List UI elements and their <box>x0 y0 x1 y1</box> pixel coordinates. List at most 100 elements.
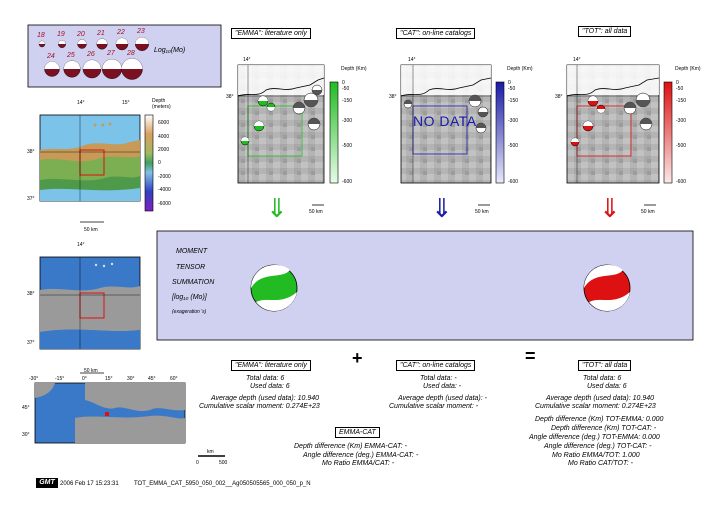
legend-scale-label: Log₁₀(Mo) <box>154 47 186 54</box>
tot-used: Used data: 6 <box>587 383 627 390</box>
regional-map <box>39 256 141 374</box>
tot-map-panel <box>566 64 673 206</box>
legend-beachball-quadrant <box>121 58 143 69</box>
world-lat-tick: 30° <box>22 432 30 438</box>
tot-depth-tick: 0 <box>676 80 679 86</box>
summation-line-2: TENSOR <box>176 264 206 271</box>
legend-magnitude-label: 27 <box>107 50 115 58</box>
tot-stats-title: "TOT": all data <box>578 360 632 371</box>
cat-used: Used data: - <box>423 383 462 390</box>
topo-tick: -4000 <box>158 187 171 193</box>
cat-panel-title: "CAT": on-line catalogs <box>396 28 476 39</box>
legend-magnitude-label: 19 <box>57 31 65 39</box>
tot-panel-title: "TOT": all data <box>578 26 632 37</box>
legend-magnitude-label: 22 <box>117 29 125 36</box>
cat-depth-tick: -150 <box>508 98 519 104</box>
tot-depth-diff-cat: Depth difference (Km) TOT-CAT: - <box>551 425 657 432</box>
world-map <box>34 382 225 457</box>
map2-lat2: 37° <box>27 340 35 346</box>
cat-map-panel <box>400 64 505 206</box>
topo-tick: -6000 <box>158 201 171 207</box>
emma-mechanisms <box>240 84 323 146</box>
legend-beachball-quadrant <box>39 41 45 44</box>
legend-magnitude-label: 21 <box>97 29 105 37</box>
topo-tick: 2000 <box>158 147 170 153</box>
legend-beachball-quadrant <box>135 37 149 44</box>
tot-angle-diff-emma: Angle difference (deg.) TOT-EMMA: 0.000 <box>529 434 660 441</box>
legend-beachball-quadrant <box>44 61 60 69</box>
legend-magnitude-label: 24 <box>47 52 55 60</box>
emma-depth-tick: -150 <box>342 98 353 104</box>
topo-tick: -2000 <box>158 174 171 180</box>
tot-angle-diff-cat: Angle difference (deg.) TOT-CAT: - <box>544 443 652 450</box>
tot-avg-depth: Average depth (used data): 10.940 <box>546 395 655 402</box>
emma-depth-tick: -50 <box>342 86 350 92</box>
world-lon-tick: 45° <box>148 376 156 382</box>
map2-lon: 14° <box>77 242 85 248</box>
tot-depth-tick: -150 <box>676 98 687 104</box>
summation-line-3: SUMMATION <box>172 279 215 286</box>
emmacat-title: EMMA-CAT <box>335 427 380 438</box>
emma-avg-depth: Average depth (used data): 10.940 <box>211 395 320 402</box>
legend-magnitude-label: 23 <box>137 28 145 36</box>
topo-depth-label: Depth (meters) <box>152 98 171 110</box>
emma-depth-tick: 0 <box>342 80 345 86</box>
cat-avg-depth: Average depth (used data): - <box>398 395 487 402</box>
cat-depth-tick: -300 <box>508 118 519 124</box>
cat-depth-tick: -50 <box>508 86 516 92</box>
world-scale-tick: 0 <box>196 460 199 466</box>
topo-tick: 4000 <box>158 134 170 140</box>
world-lon-tick: -15° <box>55 376 65 382</box>
tot-ratio-cat: Mo Ratio CAT/TOT: - <box>568 460 633 467</box>
cat-lon-label: 14° <box>408 57 416 63</box>
tot-summation-beachball <box>583 264 631 312</box>
tot-scale-label: 50 km <box>641 209 655 215</box>
emma-moment: Cumulative scalar moment: 0.274E+23 <box>199 403 320 410</box>
emma-down-arrow-icon: ⇓ <box>266 193 288 223</box>
map2-lat1: 38° <box>27 291 35 297</box>
emma-depth-label: Depth (Km) <box>341 66 367 72</box>
cat-moment: Cumulative scalar moment: - <box>389 403 479 410</box>
tot-moment: Cumulative scalar moment: 0.274E+23 <box>535 403 656 410</box>
legend-magnitude-label: 20 <box>77 30 85 38</box>
emmacat-ratio: Mo Ratio EMMA/CAT: - <box>322 460 395 467</box>
emma-map-panel <box>237 64 339 206</box>
footer-date: 2006 Feb 17 15:23:31 <box>60 481 119 487</box>
world-scale-unit: km <box>207 449 214 455</box>
topo-tick: 0 <box>158 160 161 166</box>
legend-beachball-quadrant <box>102 59 122 69</box>
cat-total: Total data: - <box>420 375 457 382</box>
cat-depth-tick: -600 <box>508 179 519 185</box>
tot-lat-label: 38° <box>555 94 563 100</box>
cat-stats-title: "CAT": on-line catalogs <box>396 360 476 371</box>
emma-depth-tick: -300 <box>342 118 353 124</box>
legend-beachball-quadrant <box>116 38 128 44</box>
cat-lat-label: 38° <box>389 94 397 100</box>
topo-lon1: 14° <box>77 100 85 106</box>
legend-beachball-quadrant <box>96 38 108 44</box>
emma-used: Used data: 6 <box>250 383 290 390</box>
emma-depth-tick: -500 <box>342 143 353 149</box>
cat-depth-label: Depth (Km) <box>507 66 533 72</box>
map2-scale-label: 50 km <box>84 368 98 374</box>
equals-operator: = <box>525 346 536 366</box>
topo-tick: 6000 <box>158 120 170 126</box>
topo-lat1: 38° <box>27 149 35 155</box>
summation-line-1: MOMENT <box>176 248 208 255</box>
magnitude-legend-symbols <box>38 37 149 80</box>
emma-lon-label: 14° <box>243 57 251 63</box>
emma-summation-beachball <box>250 264 298 312</box>
topo-scale-label: 50 km <box>84 227 98 233</box>
topo-lat2: 37° <box>27 196 35 202</box>
tot-depth-tick: -300 <box>676 118 687 124</box>
world-scale-tick: 500 <box>219 460 228 466</box>
cat-depth-tick: -500 <box>508 143 519 149</box>
world-lat-tick: 45° <box>22 405 30 411</box>
emma-panel-title: "EMMA": literature only <box>231 28 311 39</box>
no-data-label: NO DATA <box>413 113 477 129</box>
gmt-logo: GMT <box>36 478 58 488</box>
footer-filename: TOT_EMMA_CAT_5950_050_002__Ag050505565_0… <box>134 481 311 487</box>
tot-depth-diff-emma: Depth difference (Km) TOT-EMMA: 0.000 <box>535 416 664 423</box>
emma-scale-label: 50 km <box>309 209 323 215</box>
